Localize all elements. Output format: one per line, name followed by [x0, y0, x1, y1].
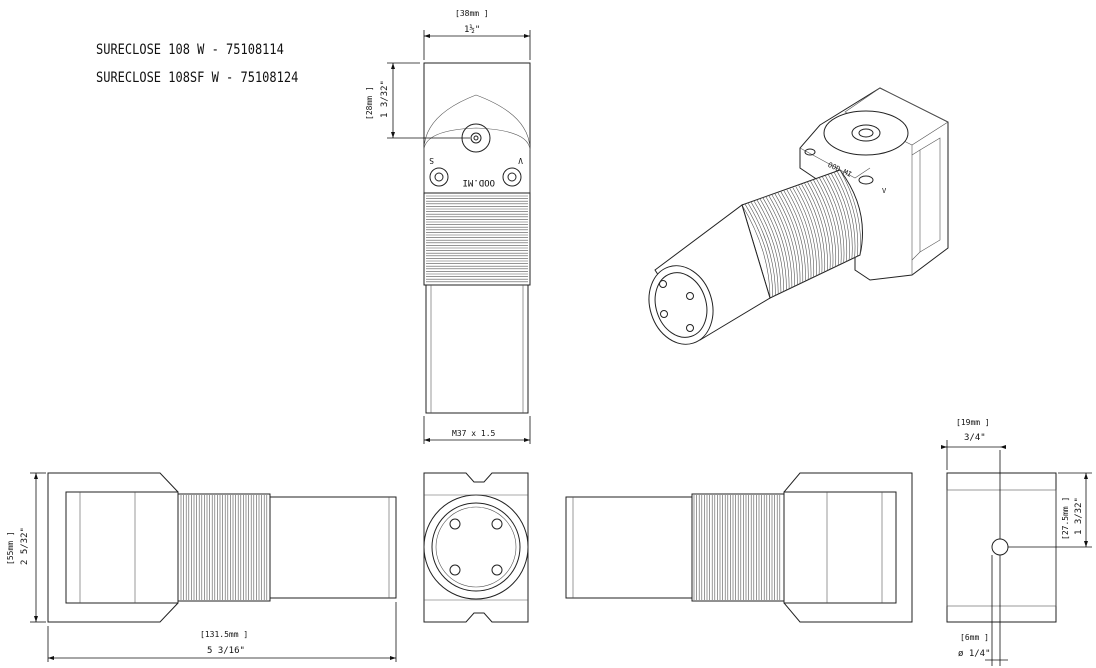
brand-mark: OOD.MI [462, 177, 495, 187]
isometric-view: OOD.MI V [648, 87, 949, 345]
iso-mark-v: V [882, 187, 887, 195]
side-height-in: 2 5/32" [20, 527, 30, 565]
top-height-in: 1 3/32" [380, 80, 390, 118]
end-view [423, 472, 529, 623]
pin-mm: [6mm ] [960, 633, 989, 642]
end-height-in: 1 3/32" [1074, 497, 1084, 535]
top-height-mm: [28mm ] [365, 86, 374, 120]
side-height-mm: [55mm ] [6, 531, 15, 565]
side-view-left: [55mm ] 2 5/32" [131.5mm ] 5 3/16" [6, 472, 397, 662]
pin-in: ø 1/4" [958, 649, 991, 659]
thread-spec: M37 x 1.5 [452, 429, 496, 438]
mark-v: V [518, 156, 523, 165]
end-width-mm: [19mm ] [956, 418, 990, 427]
top-width-mm: [38mm ] [455, 9, 489, 18]
product-title-108sf: SURECLOSE 108SF W - 75108124 [96, 69, 299, 86]
product-title-108w: SURECLOSE 108 W - 75108114 [96, 41, 284, 58]
title-block: SURECLOSE 108 W - 75108114 SURECLOSE 108… [96, 40, 298, 96]
length-mm: [131.5mm ] [200, 630, 248, 639]
side-view-right [565, 472, 913, 623]
top-width-in: 1½" [464, 24, 480, 35]
right-end-view: [19mm ] 3/4" [27.5mm ] 1 3/32" [6mm ] ø … [941, 418, 1092, 666]
front-view: S V OOD.MI [38mm ] 1½" [28mm ] 1 3/32" M… [365, 9, 531, 444]
end-height-mm: [27.5mm ] [1061, 497, 1070, 540]
length-in: 5 3/16" [207, 646, 245, 656]
mark-s: S [429, 156, 434, 165]
end-width-in: 3/4" [964, 433, 986, 443]
